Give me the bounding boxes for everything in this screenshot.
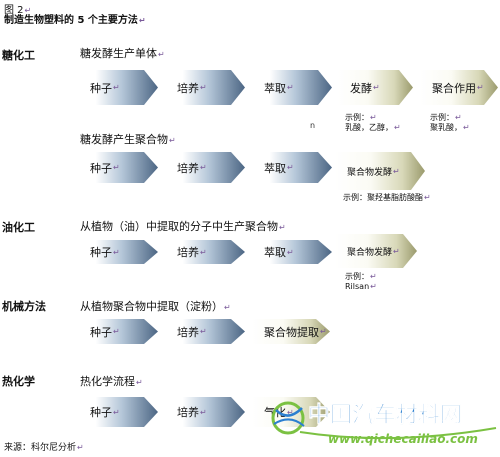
step-polymer-fermentation: 聚合物发酵↵ [335,234,417,268]
subtitle-oil-polymer: 从植物（油）中提取的分子中生产聚合物↵ [80,220,286,233]
category-thermochemistry: 热化学 [2,375,35,388]
stray-character: n [310,121,316,130]
step-extraction: 萃取↵ [252,70,332,105]
step-seed: 种子↵ [78,152,158,183]
category-mechanical-method: 机械方法 [2,300,46,313]
example-note-rilsan: 示例：↵Rilsan↵ [345,272,377,291]
watermark-url: www.qichecailiao.com [328,432,478,446]
step-polymerization: 聚合作用↵ [420,70,498,105]
globe-icon [271,401,305,435]
figure-number: 图 2↵ [4,5,32,16]
step-seed: 种子↵ [78,397,158,427]
step-seed: 种子↵ [78,70,158,105]
subtitle-starch-extraction: 从植物聚合物中提取（淀粉）↵ [80,300,231,313]
step-cultivation: 培养↵ [165,319,245,344]
step-seed: 种子↵ [78,319,158,344]
example-note-pla: 示例：↵聚乳酸，↵ [430,113,470,132]
step-seed: 种子↵ [78,240,158,264]
source-note: 来源：科尔尼分析↵ [4,443,84,453]
step-cultivation: 培养↵ [165,397,245,427]
step-fermentation: 发酵↵ [338,70,413,105]
step-cultivation: 培养↵ [165,70,245,105]
subtitle-sugar-monomer: 糖发酵生产单体↵ [80,47,165,60]
step-polymer-fermentation: 聚合物发酵↵ [335,152,425,190]
watermark-title: 中国汽车材料网 [308,402,462,428]
step-extraction: 萃取↵ [252,240,332,264]
category-oil-chemistry: 油化工 [2,221,35,234]
step-polymer-extraction: 聚合物提取↵ [252,319,330,344]
step-extraction: 萃取↵ [252,152,332,183]
subtitle-thermochemical-process: 热化学流程↵ [80,375,143,388]
figure-title: 制造生物塑料的 5 个主要方法↵ [4,15,146,26]
example-note-pha: 示例：聚羟基脂肪酸酯↵ [343,193,431,202]
watermark-logo: 中国汽车材料网 www.qichecailiao.com [271,401,497,446]
example-note-monomers: 示例：↵乳酸，乙醇，↵ [345,113,401,132]
category-sugar-chemistry: 糖化工 [2,49,35,62]
step-cultivation: 培养↵ [165,240,245,264]
subtitle-sugar-polymer: 糖发酵产生聚合物↵ [80,133,176,146]
step-cultivation: 培养↵ [165,152,245,183]
